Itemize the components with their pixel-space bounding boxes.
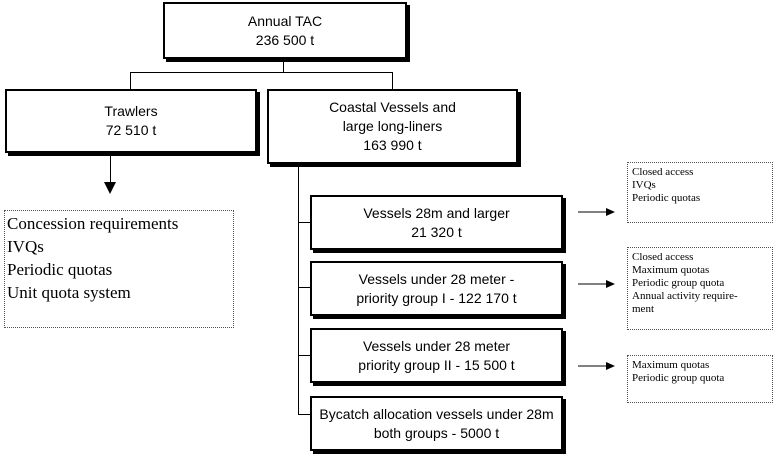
coastal-vessels-sublabel: large long-liners bbox=[342, 118, 443, 134]
connector-group-2 bbox=[298, 287, 310, 288]
rules-note-group-2: Closed access Maximum quotas Periodic gr… bbox=[627, 247, 773, 330]
trawler-rule-item: Concession requirements bbox=[7, 214, 179, 233]
rule-item: Closed access bbox=[632, 251, 694, 263]
group-value: both groups - 5000 t bbox=[373, 424, 500, 441]
rule-item: Annual activity require- bbox=[632, 290, 738, 302]
connector-coastal-spine bbox=[298, 164, 299, 415]
group-value: priority group I - 122 170 t bbox=[356, 289, 517, 306]
connector-horizontal bbox=[130, 72, 393, 73]
annual-tac-box: Annual TAC 236 500 t bbox=[163, 2, 407, 59]
arrowhead-group-3 bbox=[606, 362, 615, 370]
connector-group-4 bbox=[298, 414, 310, 415]
group-value: 21 320 t bbox=[411, 223, 462, 240]
group-label: Vessels 28m and larger bbox=[363, 204, 510, 221]
trawlers-label: Trawlers bbox=[104, 103, 158, 119]
rule-item: Maximum quotas bbox=[632, 264, 710, 276]
group-priority-1-box: Vessels under 28 meter - priority group … bbox=[310, 261, 563, 316]
rule-item: Periodic group quota bbox=[632, 372, 725, 384]
trawler-rule-item: Periodic quotas bbox=[7, 260, 113, 279]
rules-note-group-1: Closed access IVQs Periodic quotas bbox=[627, 162, 773, 223]
group-value: priority group II - 15 500 t bbox=[358, 356, 515, 373]
trawlers-box: Trawlers 72 510 t bbox=[5, 89, 257, 153]
trawler-rule-item: IVQs bbox=[7, 237, 44, 256]
trawlers-value: 72 510 t bbox=[105, 122, 157, 138]
rule-item: IVQs bbox=[632, 179, 656, 191]
rule-item: Maximum quotas bbox=[632, 359, 710, 371]
connector-coastal-up bbox=[392, 72, 393, 89]
rules-note-group-3: Maximum quotas Periodic group quota bbox=[627, 355, 773, 403]
rule-item: Periodic group quota bbox=[632, 277, 725, 289]
rule-item: ment bbox=[632, 303, 654, 315]
connector-group-3 bbox=[298, 355, 310, 356]
group-label: Vessels under 28 meter bbox=[362, 337, 511, 354]
group-priority-2-box: Vessels under 28 meter priority group II… bbox=[310, 328, 563, 383]
connector-trawlers-down bbox=[110, 153, 111, 183]
connector-tac-down bbox=[283, 59, 284, 73]
rule-item: Closed access bbox=[632, 166, 694, 178]
trawlers-arrowhead bbox=[104, 182, 116, 194]
arrowhead-group-1 bbox=[606, 208, 615, 216]
coastal-vessels-value: 163 990 t bbox=[363, 137, 422, 153]
coastal-vessels-box: Coastal Vessels and large long-liners 16… bbox=[267, 89, 518, 164]
group-label: Bycatch allocation vessels under 28m bbox=[319, 405, 554, 422]
trawler-rules-note: Concession requirements IVQs Periodic qu… bbox=[4, 210, 234, 328]
arrowhead-group-2 bbox=[606, 280, 615, 288]
rule-item: Periodic quotas bbox=[632, 192, 701, 204]
group-label: Vessels under 28 meter - bbox=[358, 270, 515, 287]
connector-group-1 bbox=[298, 222, 310, 223]
annual-tac-label: Annual TAC bbox=[247, 12, 323, 29]
trawler-rule-item: Unit quota system bbox=[7, 283, 131, 302]
group-28m-larger-box: Vessels 28m and larger 21 320 t bbox=[310, 195, 563, 250]
annual-tac-value: 236 500 t bbox=[255, 31, 315, 48]
coastal-vessels-label: Coastal Vessels and bbox=[329, 99, 456, 115]
group-bycatch-box: Bycatch allocation vessels under 28m bot… bbox=[310, 396, 563, 451]
connector-trawlers-up bbox=[130, 72, 131, 89]
